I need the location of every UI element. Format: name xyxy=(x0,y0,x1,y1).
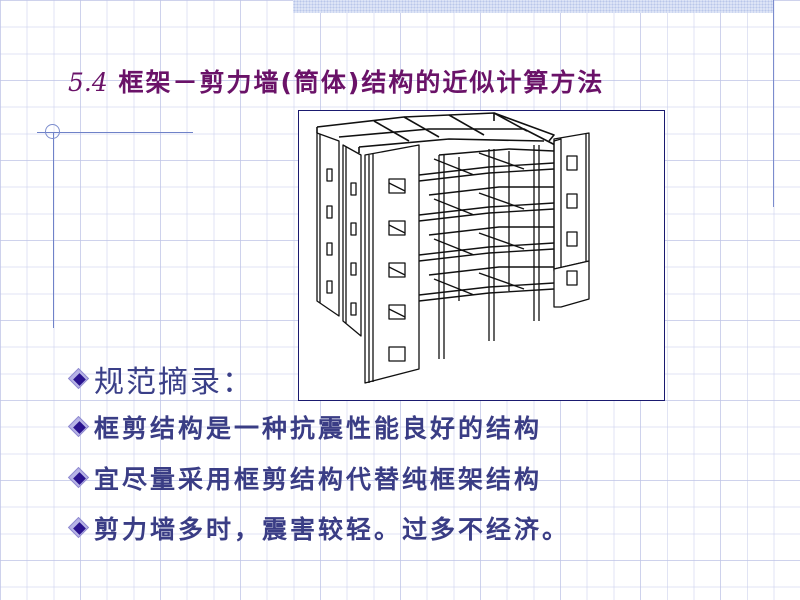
frame-shear-wall-building-drawing xyxy=(316,112,590,384)
left-decorative-vertical-line xyxy=(53,132,54,328)
heading-text: 规范摘录： xyxy=(94,365,254,400)
heading-row: 规范摘录： xyxy=(67,357,254,401)
left-shear-wall-middle xyxy=(342,144,362,337)
right-shear-wall-lower xyxy=(553,260,590,308)
bullet-text: 框剪结构是一种抗震性能良好的结构 xyxy=(94,414,543,443)
left-shear-wall-back xyxy=(316,132,340,317)
diamond-bullet-icon xyxy=(67,415,90,438)
slide-title: 5.4 框架－剪力墙(筒体)结构的近似计算方法 xyxy=(68,63,604,99)
bullet-item: 框剪结构是一种抗震性能良好的结构 xyxy=(67,409,543,445)
top-decorative-band xyxy=(293,0,773,13)
left-decorative-horizontal-line xyxy=(37,132,193,133)
bullet-text: 剪力墙多时，震害较轻。过多不经济。 xyxy=(94,515,571,544)
crosshair-circle-icon xyxy=(45,124,60,139)
building-figure xyxy=(298,110,665,401)
bullet-text: 宜尽量采用框剪结构代替纯框架结构 xyxy=(94,465,543,494)
bullet-item: 宜尽量采用框剪结构代替纯框架结构 xyxy=(67,460,543,496)
title-text: 框架－剪力墙(筒体)结构的近似计算方法 xyxy=(118,68,605,97)
title-number: 5.4 xyxy=(68,68,108,97)
roof-grid xyxy=(316,112,560,153)
diamond-bullet-icon xyxy=(67,466,90,489)
left-shear-wall-front xyxy=(364,144,420,384)
bullet-item: 剪力墙多时，震害较轻。过多不经济。 xyxy=(67,510,571,546)
right-shear-wall xyxy=(553,132,590,272)
diamond-bullet-icon xyxy=(67,367,90,390)
frame-columns xyxy=(438,145,540,359)
right-decorative-line xyxy=(773,0,774,207)
diamond-bullet-icon xyxy=(67,516,90,539)
